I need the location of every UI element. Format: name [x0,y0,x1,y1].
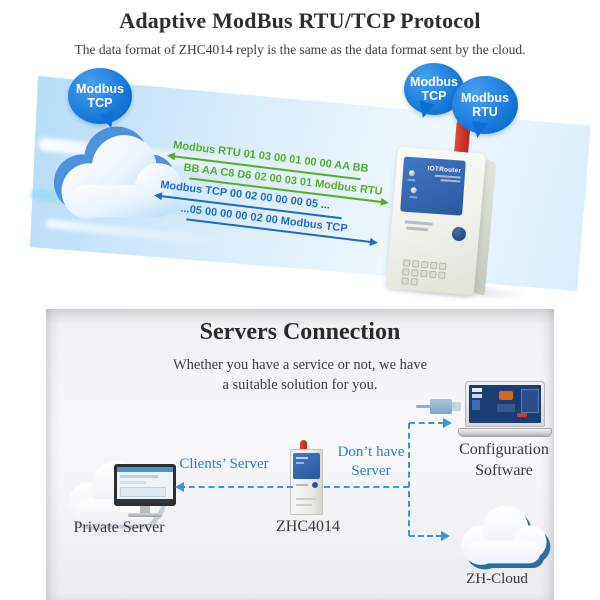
dashed-connector [409,535,442,537]
dashed-connector [179,486,293,488]
arrowhead-right-icon [443,418,457,428]
monitor-base [128,513,162,517]
section1-subtitle: The data format of ZHC4014 reply is the … [74,42,526,57]
bubble-text: TCP [87,96,113,110]
laptop-icon [458,381,552,437]
servers-panel: Servers Connection Whether you have a se… [46,309,554,600]
device-body [290,449,323,515]
cloud-icon [53,126,183,220]
bubble-tail [468,121,488,147]
monitor-stand [140,506,150,513]
terminal-block [401,259,453,288]
dont-have-server-label: Don’t have Server [337,444,405,479]
bubble-text: Modbus [461,91,509,105]
speech-bubble-modbus-tcp-device: Modbus TCP [404,63,464,128]
dashed-connector [408,423,410,536]
cloud-icon-zh-cloud [461,505,551,570]
button-icon [450,225,468,243]
zhc4014-label: ZHC4014 [276,518,340,535]
arrowhead-right-icon [441,531,455,541]
bubble-text: TCP [421,89,447,103]
bubble-text: Modbus [76,82,124,96]
monitor-screen [117,467,173,503]
bubble-text: RTU [472,105,498,119]
clients-server-label: Clients’ Server [179,456,269,472]
section2-subtitle-line1: Whether you have a service or not, we ha… [172,357,428,373]
dashed-connector [409,422,444,424]
dashed-connector [324,486,409,488]
section1-title: Adaptive ModBus RTU/TCP Protocol [119,8,481,33]
private-server-label: Private Server [73,519,165,536]
monitor-icon [114,464,176,524]
config-software-label: Configuration Software [459,441,549,479]
section2-title: Servers Connection [199,319,401,345]
usb-plug-icon [416,397,464,417]
antenna-icon [300,440,307,454]
laptop-display [469,385,541,423]
bubble-text: Modbus [410,75,458,89]
laptop-screen [465,381,545,427]
zhc4014-device [290,440,323,524]
zh-cloud-label: ZH-Cloud [466,571,528,587]
speech-bubble-modbus-rtu-device: Modbus RTU [452,76,518,147]
laptop-base [458,428,552,437]
panel-line [440,179,461,183]
section2-subtitle-line2: a suitable solution for you. [222,377,378,393]
brand-text: IOTRouter [427,165,462,175]
button-icon [312,482,318,488]
panel-line [434,174,461,179]
monitor-frame [114,464,176,506]
speech-bubble-modbus-tcp-cloud: Modbus TCP [68,68,132,138]
